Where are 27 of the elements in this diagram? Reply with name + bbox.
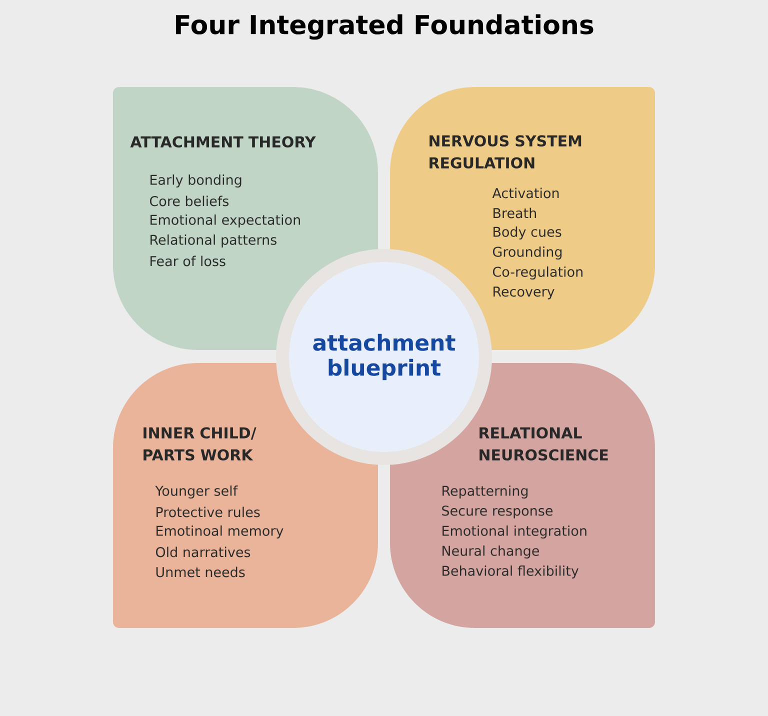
list-item: Grounding: [492, 246, 562, 260]
list-item: Old narratives: [156, 546, 250, 558]
list-item: Activation: [492, 188, 559, 198]
list-item: Behavioral flexibility: [442, 565, 579, 579]
list-item: Body cues: [494, 226, 562, 240]
center-label: attachment blueprint: [313, 334, 456, 380]
list-item: Fear of loss: [150, 256, 226, 266]
list-item: Breath: [494, 208, 536, 218]
list-item: Emotinoal memory: [156, 525, 284, 539]
list-item: Neural change: [442, 545, 539, 559]
list-item: Co-regulation: [492, 266, 582, 280]
list-item: Emotional expectation: [150, 214, 300, 228]
title: Four Integrated Foundations: [176, 14, 594, 40]
list-item: Repatterning: [442, 485, 528, 499]
list-item: Unmet needs: [156, 566, 245, 578]
list-item: Secure response: [442, 506, 553, 518]
list-item: Relational patterns: [150, 234, 276, 248]
list-item: Core beliefs: [150, 196, 229, 206]
card-heading: ATTACHMENT THEORY: [130, 136, 316, 148]
list-item: Protective rules: [156, 506, 260, 518]
card-heading: NERVOUS SYSTEM REGULATION: [430, 135, 582, 169]
list-item: Early bonding: [150, 174, 242, 188]
card-heading: RELATIONAL NEUROSCIENCE: [480, 427, 608, 461]
card-heading: INNER CHILD/ PARTS WORK: [144, 427, 256, 461]
list-item: Emotional integration: [442, 525, 586, 539]
list-item: Recovery: [494, 286, 554, 300]
list-item: Younger self: [155, 485, 238, 499]
